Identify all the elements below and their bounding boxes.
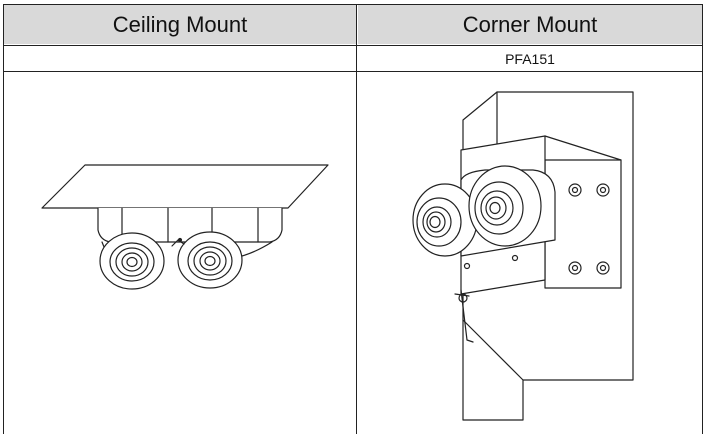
grid-line-left bbox=[3, 4, 4, 434]
model-ceiling-mount bbox=[4, 46, 356, 71]
ceiling-mount-dual-dome-camera-icon bbox=[40, 160, 340, 300]
model-corner-mount-label: PFA151 bbox=[505, 50, 555, 67]
grid-line-model-bottom bbox=[3, 71, 703, 72]
header-ceiling-mount-label: Ceiling Mount bbox=[112, 11, 248, 37]
grid-line-top bbox=[3, 4, 703, 5]
model-corner-mount: PFA151 bbox=[358, 46, 702, 71]
grid-line-right bbox=[702, 4, 703, 434]
grid-line-middle bbox=[356, 4, 357, 434]
header-ceiling-mount: Ceiling Mount bbox=[4, 5, 356, 44]
header-corner-mount-label: Corner Mount bbox=[462, 11, 598, 37]
header-corner-mount: Corner Mount bbox=[358, 5, 702, 44]
grid-line-header-bottom bbox=[3, 45, 703, 46]
corner-mount-dual-dome-camera-icon bbox=[405, 80, 645, 420]
